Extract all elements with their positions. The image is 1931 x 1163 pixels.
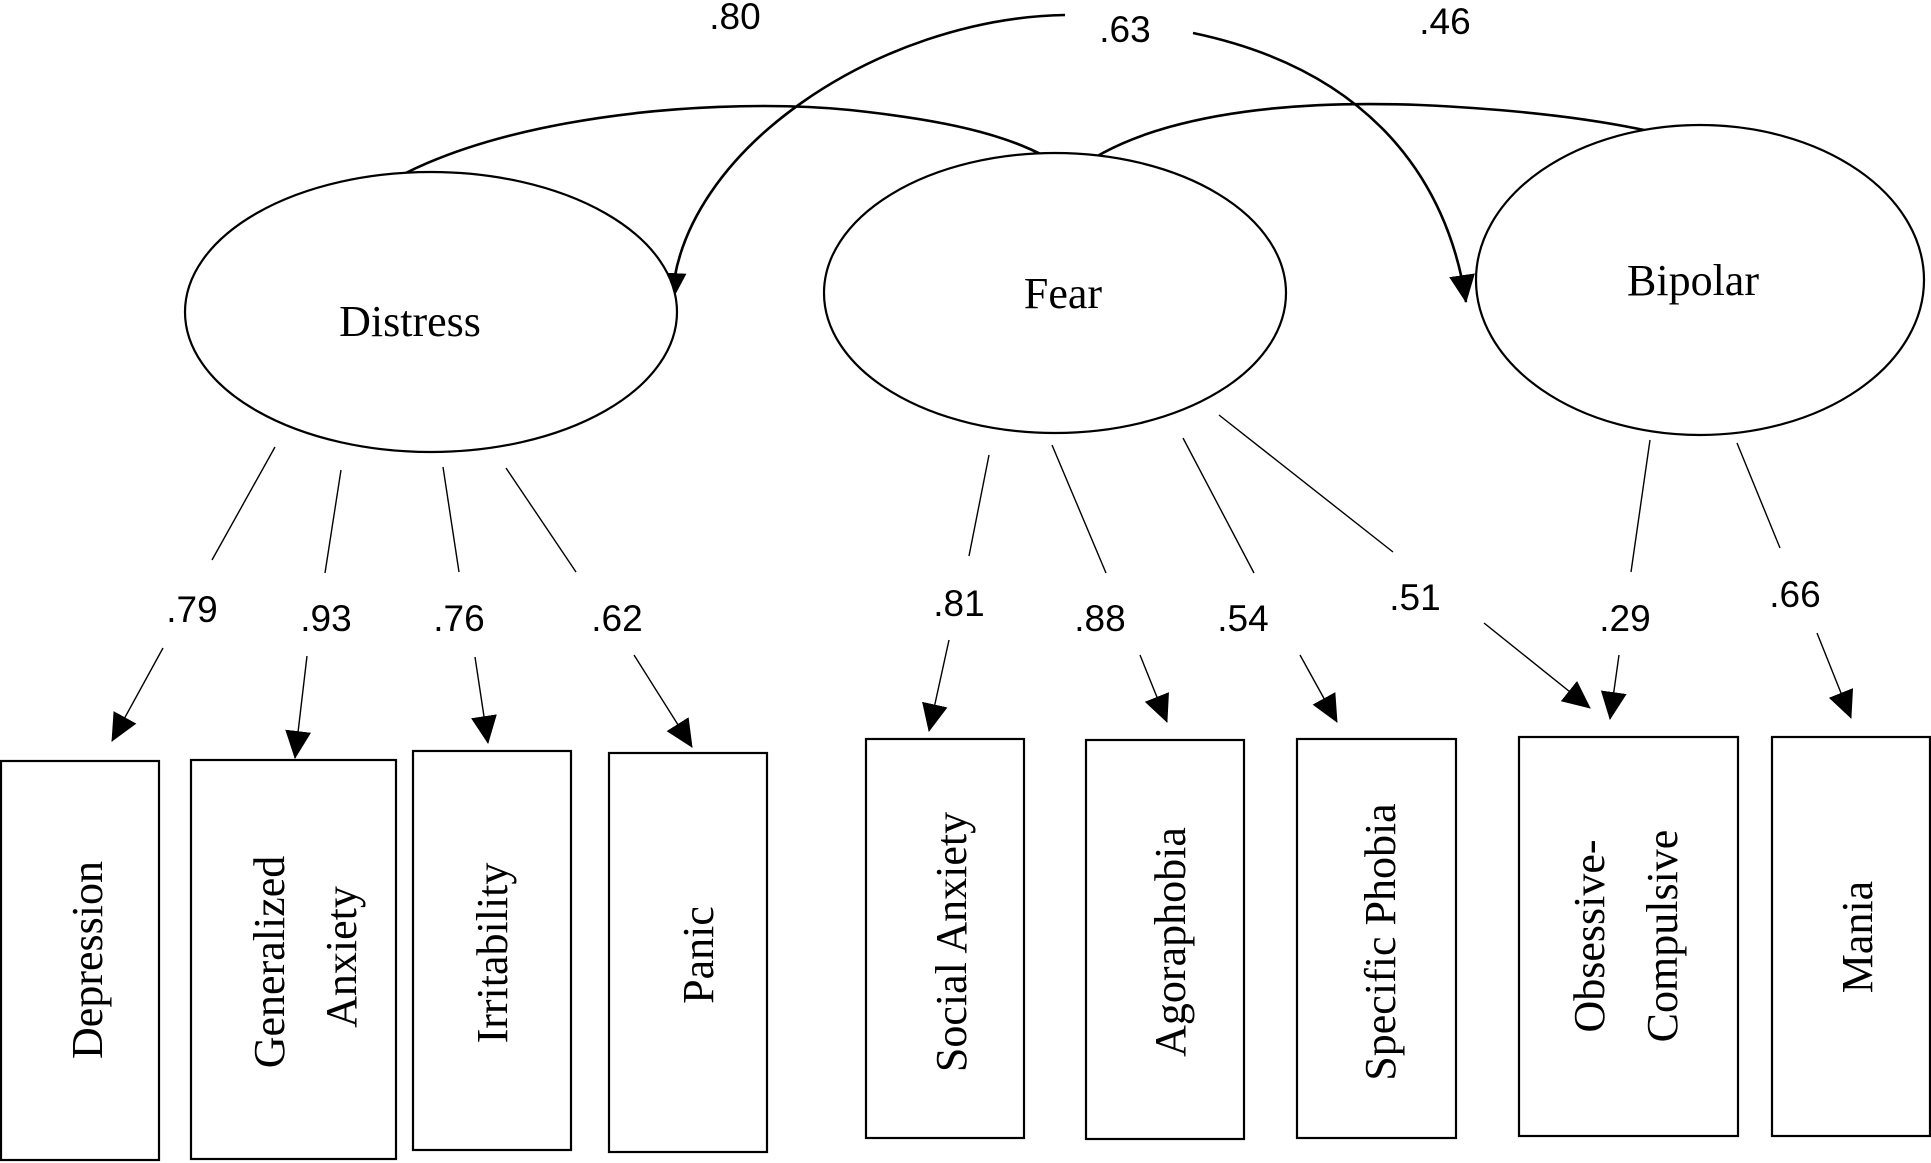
indicator-mania: Mania — [1770, 735, 1931, 1138]
svg-text:Social Anxiety: Social Anxiety — [927, 812, 976, 1072]
indicator-irritability: Irritability — [411, 749, 573, 1152]
svg-text:Distress: Distress — [339, 297, 481, 346]
indicator-social-anxiety: Social Anxiety — [864, 737, 1026, 1140]
loading-ocd-fear: .51 — [1389, 577, 1440, 618]
svg-text:Fear: Fear — [1024, 269, 1103, 318]
loading-lines-upper — [211, 414, 1781, 574]
indicator-specific-phobia: Specific Phobia — [1295, 737, 1458, 1140]
svg-text:Irritability: Irritability — [468, 863, 517, 1044]
svg-text:Bipolar: Bipolar — [1627, 256, 1759, 305]
svg-text:Depression: Depression — [63, 861, 112, 1059]
correlation-distress-fear-label: .80 — [709, 0, 760, 37]
loading-irritability: .76 — [433, 598, 484, 639]
factor-fear: Fear — [822, 151, 1288, 435]
factor-distress: Distress — [183, 170, 679, 454]
indicator-obsessive-compulsive: Obsessive- Compulsive — [1517, 735, 1740, 1138]
svg-text:Anxiety: Anxiety — [317, 886, 366, 1028]
factor-bipolar: Bipolar — [1474, 123, 1926, 437]
svg-text:Agoraphobia: Agoraphobia — [1146, 827, 1195, 1057]
correlation-fear-bipolar-label: .46 — [1419, 1, 1470, 42]
loading-social-anxiety: .81 — [933, 583, 984, 624]
loading-arrows-lower — [111, 622, 1854, 759]
indicator-agoraphobia: Agoraphobia — [1084, 738, 1246, 1141]
svg-text:Obsessive-: Obsessive- — [1565, 839, 1614, 1032]
svg-text:Panic: Panic — [674, 906, 723, 1004]
correlation-distress-bipolar-label: .63 — [1099, 9, 1150, 50]
loading-ocd-bipolar: .29 — [1599, 598, 1650, 639]
loading-generalized-anxiety: .93 — [300, 598, 351, 639]
svg-text:Specific Phobia: Specific Phobia — [1356, 803, 1405, 1080]
loading-specific-phobia: .54 — [1217, 598, 1268, 639]
svg-text:Generalized: Generalized — [245, 856, 294, 1069]
indicator-generalized-anxiety: Generalized Anxiety — [189, 758, 398, 1161]
indicator-panic: Panic — [607, 751, 769, 1154]
correlation-distress-bipolar-curve-left — [660, 13, 1066, 301]
loading-agoraphobia: .88 — [1074, 598, 1125, 639]
svg-text:Compulsive: Compulsive — [1638, 830, 1687, 1043]
loading-panic: .62 — [591, 598, 642, 639]
loading-mania: .66 — [1769, 574, 1820, 615]
indicator-depression: Depression — [0, 759, 161, 1162]
loading-depression: .79 — [166, 589, 217, 630]
svg-text:Mania: Mania — [1833, 881, 1882, 993]
